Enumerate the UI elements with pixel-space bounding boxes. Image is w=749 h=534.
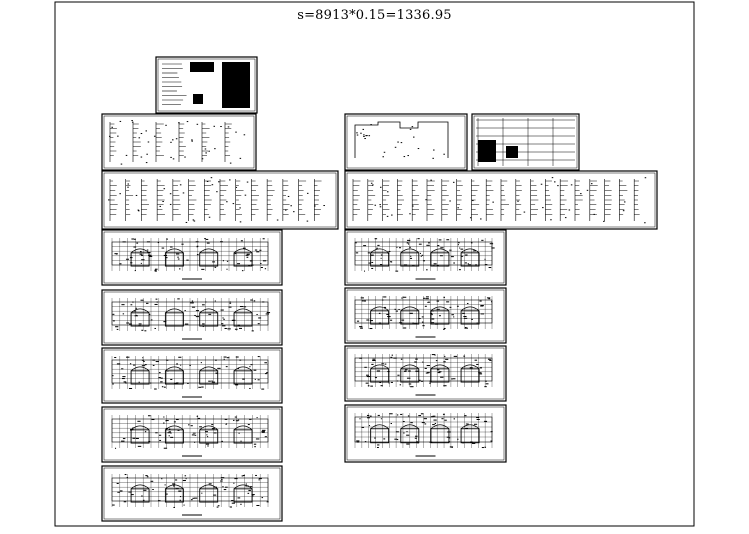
system-diagram-2: [101, 170, 339, 230]
floor-plan-right-4: [344, 404, 507, 463]
floor-plan-right-1: [344, 229, 507, 286]
floor-plan-right-3: [344, 345, 507, 402]
legend-table-thumbnail: [471, 113, 580, 171]
sheet-border: [54, 1, 695, 527]
sheet-title: s=8913*0.15=1336.95: [297, 8, 452, 23]
floor-plan-left-3: [101, 347, 283, 404]
cover-sheet-thumbnail: [155, 56, 258, 114]
elevation-thumbnail: [344, 113, 468, 171]
floor-plan-left-2: [101, 289, 283, 346]
floor-plan-left-5: [101, 465, 283, 522]
system-diagram-1: [101, 113, 257, 171]
floor-plan-left-4: [101, 406, 283, 463]
floor-plan-left-1: [101, 229, 283, 286]
riser-diagram: [344, 170, 658, 230]
floor-plan-right-2: [344, 287, 507, 344]
